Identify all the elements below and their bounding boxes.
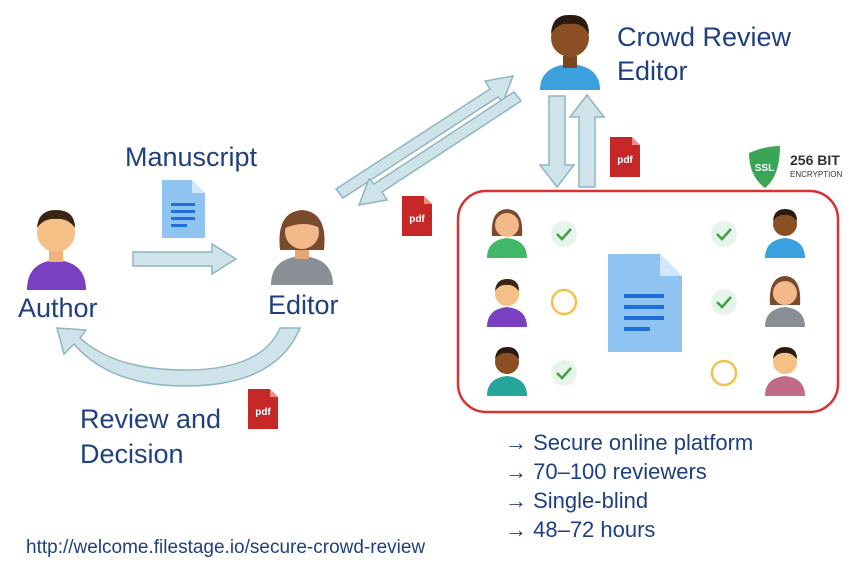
manuscript-label: Manuscript xyxy=(125,142,258,172)
reviewer-panel xyxy=(456,189,840,414)
pdf-label: pdf xyxy=(409,214,425,225)
review-decision-label-line1: Review and xyxy=(80,404,222,434)
pending-circle-icon xyxy=(710,359,738,387)
review-decision-label-line2: Decision xyxy=(80,439,184,469)
crowd-review-editor-avatar xyxy=(540,14,600,90)
arrow-crowd-editor-to-editor xyxy=(357,90,523,206)
feature-item: → 70–100 reviewers xyxy=(505,459,707,484)
ssl-encryption-text: ENCRYPTION xyxy=(790,170,843,179)
pdf-icon: pdf xyxy=(610,137,640,177)
reviewer-avatar xyxy=(765,209,805,258)
feature-list: → Secure online platform → 70–100 review… xyxy=(505,428,753,544)
reviewer-avatar xyxy=(487,347,527,396)
pending-circle-icon xyxy=(550,288,578,316)
arrow-down-to-panel xyxy=(538,95,576,189)
reviewer-avatar xyxy=(765,347,805,396)
shared-document-icon xyxy=(608,254,682,352)
arrow-up-from-panel xyxy=(568,93,606,188)
source-url-link[interactable]: http://welcome.filestage.io/secure-crowd… xyxy=(26,537,426,558)
pdf-icon: pdf xyxy=(248,389,278,429)
feature-item: → Single-blind xyxy=(505,488,649,513)
pdf-label: pdf xyxy=(255,407,271,418)
feature-item: → Secure online platform xyxy=(505,430,754,455)
arrow-editor-to-author-curved xyxy=(56,327,302,387)
arrow-author-to-editor xyxy=(132,242,238,276)
editor-label: Editor xyxy=(268,290,339,320)
check-icon xyxy=(551,360,577,386)
pdf-icon: pdf xyxy=(402,196,432,236)
pdf-label: pdf xyxy=(617,155,633,166)
reviewer-avatar xyxy=(487,279,527,327)
arrow-editor-to-crowd-editor xyxy=(334,75,515,200)
reviewer-avatar xyxy=(765,276,805,327)
check-icon xyxy=(551,221,577,247)
reviewer-avatar xyxy=(487,209,527,258)
editor-avatar xyxy=(271,210,333,285)
crowd-review-editor-label-line1: Crowd Review xyxy=(617,22,792,52)
ssl-shield-icon: SSL xyxy=(749,146,780,188)
check-icon xyxy=(711,221,737,247)
author-avatar xyxy=(27,210,86,290)
author-label: Author xyxy=(18,293,98,323)
feature-item: → 48–72 hours xyxy=(505,517,656,542)
manuscript-document-icon xyxy=(162,180,205,238)
ssl-shield-text: SSL xyxy=(755,163,774,174)
check-icon xyxy=(711,289,737,315)
ssl-strength-text: 256 BIT xyxy=(790,152,840,168)
crowd-review-editor-label-line2: Editor xyxy=(617,56,688,86)
